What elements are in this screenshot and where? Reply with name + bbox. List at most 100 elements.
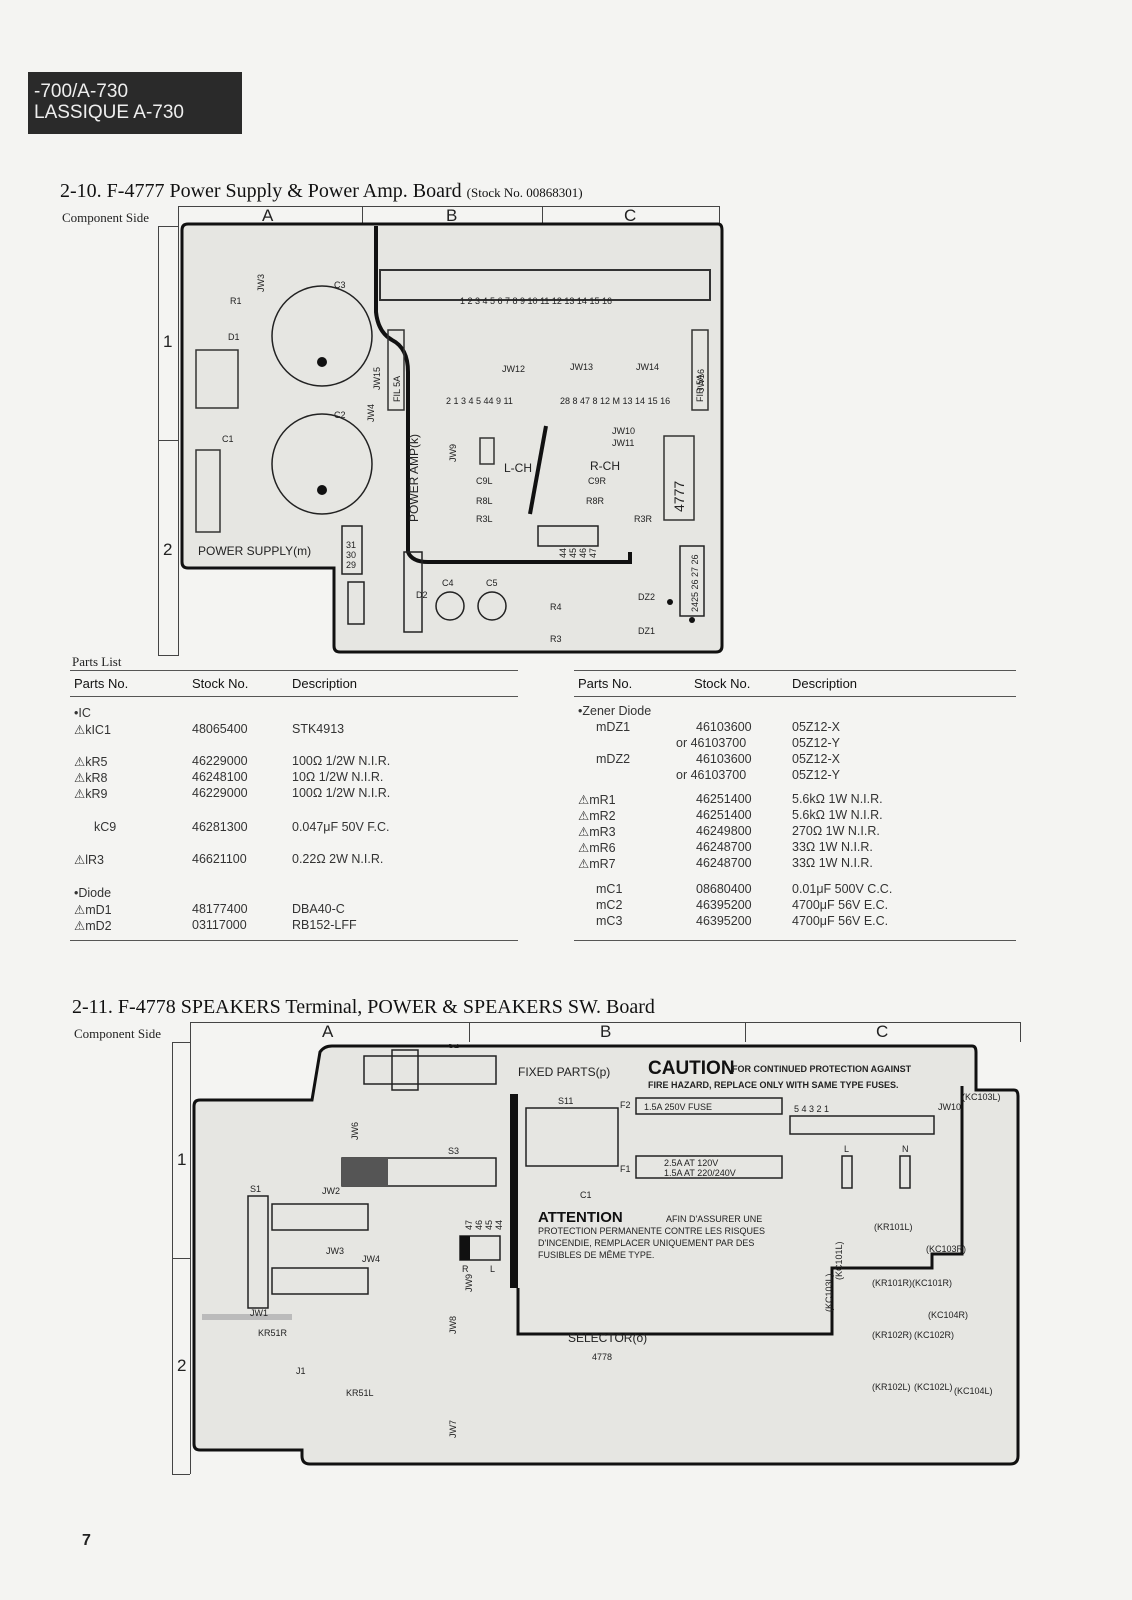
terminal-block-44-47 bbox=[537, 525, 599, 547]
fixed-parts-divider bbox=[510, 1094, 518, 1288]
parts-right-10-stock: 08680400 bbox=[696, 882, 752, 896]
kr101l-label: (KR101L) bbox=[874, 1222, 913, 1232]
term-45: 45 bbox=[568, 548, 578, 558]
parts-right-4-desc: 05Z12-Y bbox=[792, 768, 840, 782]
parts-right-9-no: ⚠mR7 bbox=[578, 857, 616, 871]
terminal-n bbox=[899, 1155, 911, 1189]
row-label-1: 1 bbox=[163, 332, 173, 351]
j1-label: J1 bbox=[296, 1366, 306, 1376]
term-30: 30 bbox=[346, 550, 356, 560]
terminal-numbers: 5 4 3 2 1 bbox=[794, 1104, 829, 1114]
d1-label: D1 bbox=[228, 332, 240, 342]
parts-left-1-stock: 48065400 bbox=[192, 722, 248, 736]
parts-list-rule-top-left bbox=[70, 670, 518, 671]
parts-left-3-stock: 46248100 bbox=[192, 770, 248, 784]
switch-s1-b bbox=[271, 1267, 369, 1295]
parts-right-7-stock: 46249800 bbox=[696, 824, 752, 838]
parts-list-title: Parts List bbox=[72, 654, 122, 669]
capacitor-c3 bbox=[271, 285, 373, 387]
parts-list-rule-top-right bbox=[574, 670, 1016, 671]
selector-boundary bbox=[516, 1086, 964, 1336]
r8l-label: R8L bbox=[476, 496, 493, 506]
s11-label: S11 bbox=[558, 1096, 573, 1106]
parts-left-5-desc: 0.047μF 50V F.C. bbox=[292, 820, 390, 834]
rch-label: R-CH bbox=[590, 459, 620, 473]
grid-col-divider bbox=[719, 206, 720, 226]
parts-table-right: Parts No. Stock No. Description •Zener D… bbox=[578, 676, 1016, 940]
c3-label: C3 bbox=[334, 280, 346, 290]
parts-right-5-stock: 46251400 bbox=[696, 792, 752, 806]
jw8-label: JW8 bbox=[448, 1316, 458, 1334]
board-number-4777: 4777 bbox=[671, 481, 687, 512]
parts-right-11-no: mC2 bbox=[596, 898, 623, 912]
r3-label: R3 bbox=[550, 634, 562, 644]
fuse-f1 bbox=[635, 1155, 783, 1179]
jw9-label-2: JW9 bbox=[464, 1274, 474, 1292]
kr102l-label: (KR102L) bbox=[872, 1382, 911, 1392]
grid-row-divider-2 bbox=[172, 1474, 190, 1475]
jw3-label: JW3 bbox=[256, 274, 266, 292]
fuse-fir-label: FIR 5A bbox=[695, 374, 705, 402]
page-number: 7 bbox=[82, 1532, 91, 1549]
r3l-label: R3L bbox=[476, 514, 493, 524]
power-amp-label: POWER AMP(k) bbox=[407, 434, 421, 522]
jw11-label: JW11 bbox=[612, 438, 634, 448]
grid-col-divider-2 bbox=[745, 1022, 746, 1042]
r-label: R bbox=[462, 1264, 469, 1274]
section-2-component-side: Component Side bbox=[74, 1026, 162, 1041]
grid-row-divider bbox=[158, 226, 178, 227]
c4-label: C4 bbox=[442, 578, 454, 588]
grid-col-divider bbox=[542, 206, 543, 226]
parts-left-6-stock: 46621100 bbox=[192, 852, 247, 866]
parts-left-8-stock: 48177400 bbox=[192, 902, 248, 916]
solder-dot bbox=[667, 599, 673, 605]
lch-label: L-CH bbox=[504, 461, 532, 475]
s2-label: S2 bbox=[448, 1044, 459, 1050]
c2-label: C2 bbox=[334, 410, 346, 420]
pins-right-label: 28 8 47 8 12 M 13 14 15 16 bbox=[560, 396, 670, 406]
jw9-label: JW9 bbox=[448, 444, 458, 462]
c9r-label: C9R bbox=[588, 476, 607, 486]
hdr-parts-no-left: Parts No. bbox=[74, 676, 129, 691]
ic-outline bbox=[379, 269, 711, 301]
pins-left-label: 2 1 3 4 5 44 9 11 bbox=[446, 396, 513, 406]
parts-right-8-no: ⚠mR6 bbox=[578, 841, 616, 855]
parts-right-9-desc: 33Ω 1W N.I.R. bbox=[792, 856, 873, 870]
parts-table-left: Parts No. Stock No. Description •IC ⚠kIC… bbox=[74, 676, 518, 940]
jw10-label-2: JW10 bbox=[938, 1102, 961, 1112]
parts-left-2-no: ⚠kR5 bbox=[74, 755, 108, 769]
fuse-f1-rating-a: 2.5A AT 120V bbox=[664, 1158, 718, 1168]
terminal-strip-1-5 bbox=[789, 1115, 935, 1135]
parts-left-4-stock: 46229000 bbox=[192, 786, 248, 800]
grid-top-line bbox=[178, 206, 720, 207]
switch-s2 bbox=[363, 1055, 497, 1085]
parts-right-8-stock: 46248700 bbox=[696, 840, 752, 854]
s3-label: S3 bbox=[448, 1146, 459, 1156]
terminal-24-27 bbox=[679, 545, 705, 617]
grid-col-divider bbox=[178, 206, 179, 226]
capacitor-c4 bbox=[435, 591, 465, 621]
jw7-label: JW7 bbox=[448, 1420, 458, 1438]
f2-label: F2 bbox=[620, 1100, 631, 1110]
hdr-stock-no-left: Stock No. bbox=[192, 676, 249, 691]
jw6-label: JW6 bbox=[350, 1122, 360, 1140]
parts-right-1-no: mDZ1 bbox=[596, 720, 631, 734]
amp-section-boundary bbox=[374, 226, 632, 564]
switch-s1-a bbox=[271, 1203, 369, 1231]
parts-left-9-stock: 03117000 bbox=[192, 918, 247, 932]
r1-label: R1 bbox=[230, 296, 242, 306]
jw12-label: JW12 bbox=[502, 364, 525, 374]
parts-list-rule-hdr-left bbox=[70, 696, 518, 697]
parts-left-4-no: ⚠kR9 bbox=[74, 787, 108, 801]
attention-label: ATTENTION bbox=[538, 1209, 623, 1226]
section-1-title: 2-10. F-4777 Power Supply & Power Amp. B… bbox=[60, 180, 583, 203]
col-label-b-2: B bbox=[600, 1022, 612, 1041]
parts-left-5-no: kC9 bbox=[94, 820, 117, 834]
model-line-2: LASSIQUE A-730 bbox=[34, 102, 184, 123]
jw14-label: JW14 bbox=[636, 362, 659, 372]
term-44: 44 bbox=[558, 548, 568, 558]
kr51r-label: KR51R bbox=[258, 1328, 288, 1338]
board-4777-diagram: POWER SUPPLY(m) POWER AMP(k) L-CH R-CH 4… bbox=[180, 222, 724, 654]
parts-left-0-no: •IC bbox=[74, 706, 91, 720]
parts-right-1-stock: 46103600 bbox=[696, 720, 752, 734]
